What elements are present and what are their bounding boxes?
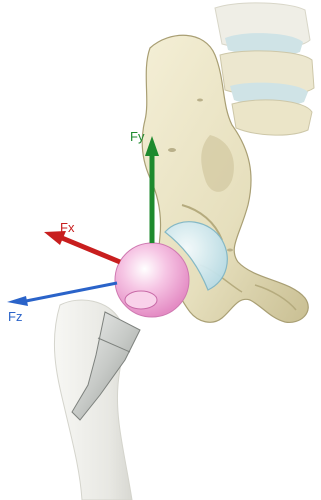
fx-axis: Fx [44,220,120,262]
fz-label: Fz [8,309,22,324]
fy-label: Fy [130,129,145,144]
lumbar-vertebrae [215,3,314,135]
prosthetic-femoral-head [115,243,189,317]
fx-label: Fx [60,220,75,235]
